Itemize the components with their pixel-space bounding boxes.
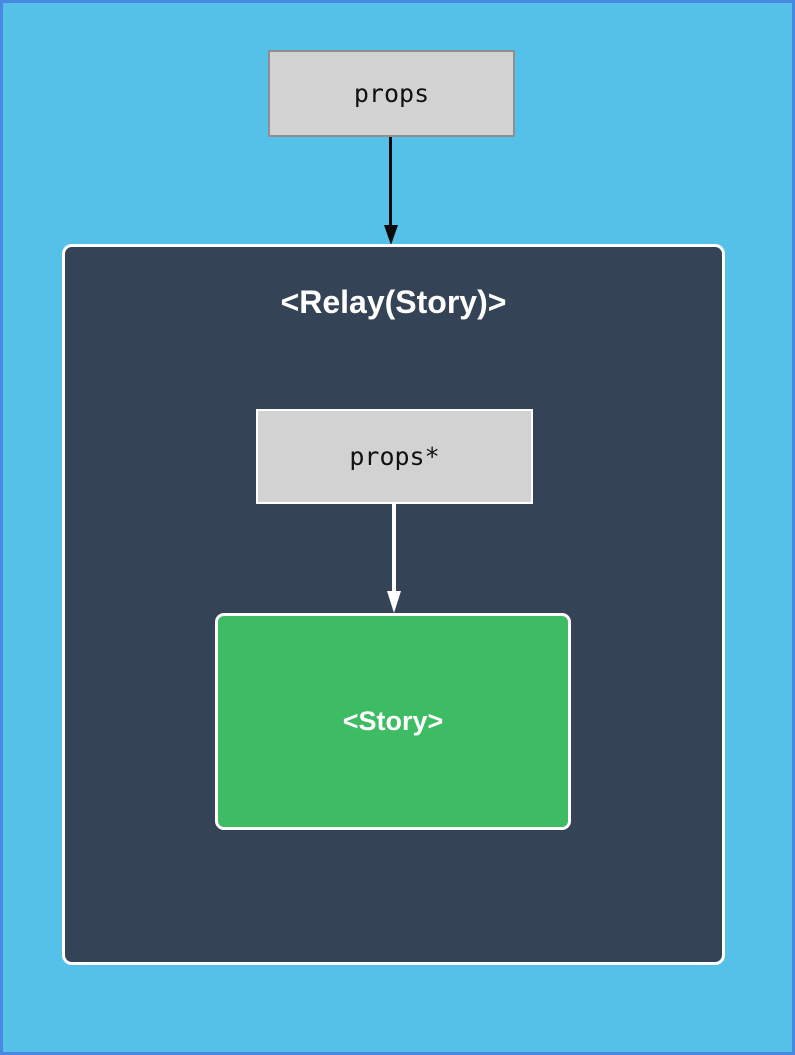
arrowhead-down-icon xyxy=(386,591,401,613)
inner-props-box: props* xyxy=(256,409,533,504)
relay-container: <Relay(Story)> props* <Story> xyxy=(62,244,725,965)
arrowhead-down-icon xyxy=(383,225,398,245)
arrow-line xyxy=(389,137,392,225)
inner-props-label: props* xyxy=(349,442,440,471)
arrow-line xyxy=(392,504,396,591)
story-label: <Story> xyxy=(342,706,444,736)
outer-props-label: props xyxy=(353,79,430,108)
outer-props-box: props xyxy=(268,50,515,137)
story-box: <Story> xyxy=(215,613,571,830)
relay-container-title: <Relay(Story)> xyxy=(280,284,507,320)
